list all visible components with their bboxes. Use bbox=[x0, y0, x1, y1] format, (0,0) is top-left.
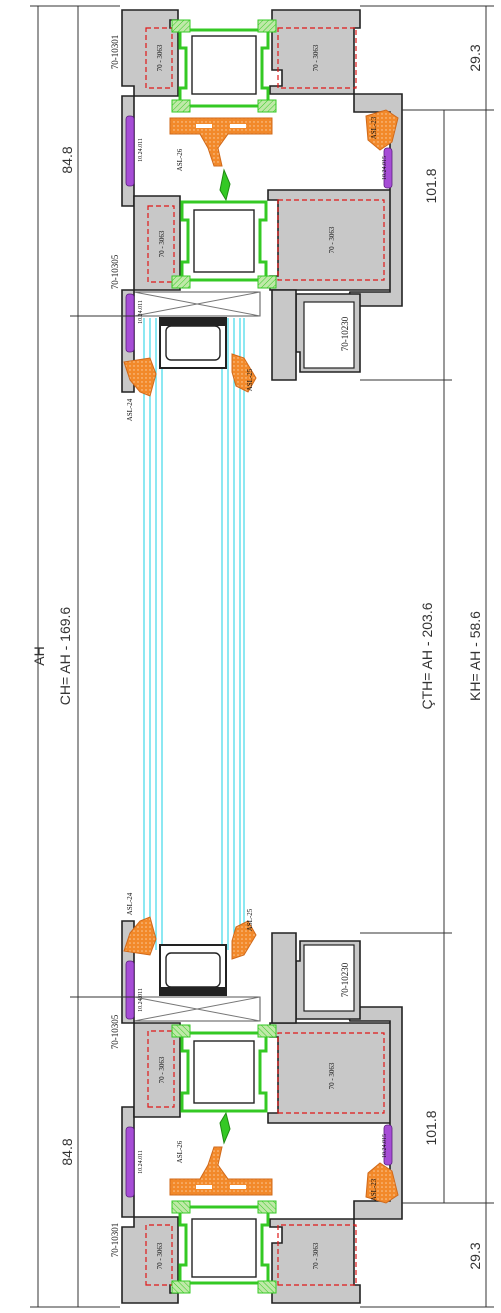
bottom-sash-dim: 84.8 bbox=[59, 1138, 75, 1165]
top-insert-2: 70 - 3063 bbox=[312, 44, 320, 71]
bottom-seal-3: 10.24.011 bbox=[138, 988, 144, 1012]
bottom-insert-2: 70 - 3063 bbox=[312, 1242, 320, 1269]
top-frame-profile-label: 70-10301 bbox=[110, 35, 120, 70]
bottom-seal-2: 10.24.015 bbox=[382, 1134, 388, 1158]
bottom-profile-assembly bbox=[120, 915, 404, 1305]
top-brush-label: ASL-26 bbox=[176, 148, 184, 171]
top-profile-assembly bbox=[120, 8, 404, 398]
bottom-corner-label: ASL-23 bbox=[370, 1178, 378, 1201]
bottom-insert-3: 70 - 3063 bbox=[158, 1056, 166, 1083]
bottom-sash-profile-label: 70-10305 bbox=[110, 1014, 120, 1049]
top-frame-dim: 29.3 bbox=[467, 44, 483, 71]
bottom-gasket-right-label: ASL-25 bbox=[246, 908, 254, 931]
top-gasket-left-label: ASL-24 bbox=[126, 398, 134, 421]
bottom-frame-dim: 29.3 bbox=[467, 1242, 483, 1269]
top-seal-1: 10.24.011 bbox=[138, 138, 144, 162]
bottom-gasket-left-label: ASL-24 bbox=[126, 892, 134, 915]
bottom-seal-1: 10.24.011 bbox=[138, 1150, 144, 1174]
bottom-bead-label: 70-10230 bbox=[340, 962, 350, 997]
top-sash-dim: 84.8 bbox=[59, 146, 75, 173]
top-offset-dim: 101.8 bbox=[423, 168, 439, 203]
sash-height-label: CH= AH - 169.6 bbox=[57, 607, 73, 706]
top-corner-label: ASL-23 bbox=[370, 116, 378, 139]
bottom-frame-profile-label: 70-10301 bbox=[110, 1223, 120, 1258]
frame-inner-label: KH= AH - 58.6 bbox=[467, 611, 483, 701]
top-seal-3: 10.24.011 bbox=[138, 300, 144, 324]
top-gasket-right-label: ASL-25 bbox=[246, 368, 254, 391]
bottom-insert-1: 70 - 3063 bbox=[156, 1242, 164, 1269]
top-bead-label: 70-10230 bbox=[340, 316, 350, 351]
glass-height-label: ÇTH= AH - 203.6 bbox=[419, 602, 435, 709]
bottom-brush-label: ASL-26 bbox=[176, 1140, 184, 1163]
top-seal-2: 10.24.015 bbox=[382, 156, 388, 180]
bottom-offset-dim: 101.8 bbox=[423, 1110, 439, 1145]
top-sash-profile-label: 70-10305 bbox=[110, 254, 120, 289]
overall-height-label: AH bbox=[31, 646, 47, 665]
top-insert-1: 70 - 3063 bbox=[156, 44, 164, 71]
top-insert-4: 70 - 3063 bbox=[328, 226, 336, 253]
dimension-lines bbox=[30, 5, 494, 1308]
glass-pane bbox=[143, 318, 245, 950]
top-insert-3: 70 - 3063 bbox=[158, 230, 166, 257]
bottom-insert-4: 70 - 3063 bbox=[328, 1062, 336, 1089]
